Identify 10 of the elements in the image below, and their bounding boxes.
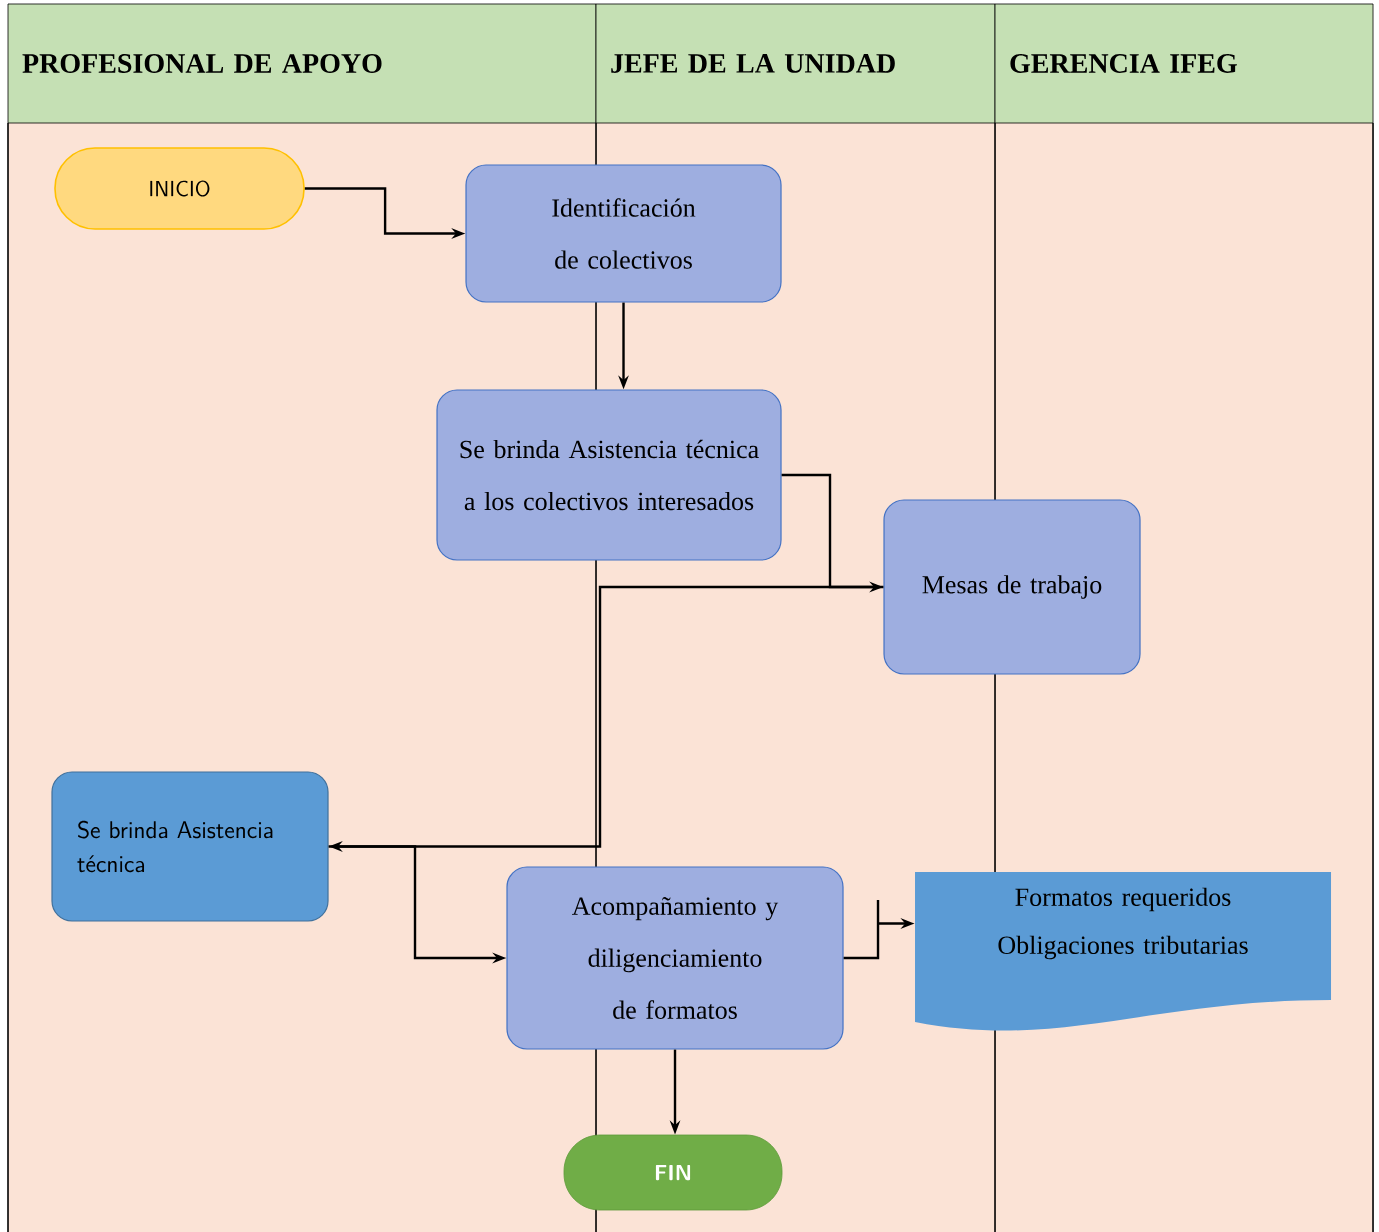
process-box: Se brinda Asistencia técnica a los colectivos interesados: [436, 389, 782, 561]
process-box: Identificación de colectivos: [465, 164, 782, 303]
process-box: Acompañamiento y diligenciamiento de formatos: [506, 866, 844, 1050]
lane-header: JEFE DE LA UNIDAD: [595, 3, 996, 124]
process-box: Mesas de trabajo: [883, 499, 1141, 675]
start-terminal: INICIO: [54, 147, 305, 230]
end-terminal: FIN: [563, 1134, 783, 1211]
process-box: Se brinda Asistencia técnica: [51, 771, 329, 922]
lane-header: PROFESIONAL DE APOYO: [7, 3, 597, 124]
lane-header: GERENCIA IFEG: [994, 3, 1374, 124]
